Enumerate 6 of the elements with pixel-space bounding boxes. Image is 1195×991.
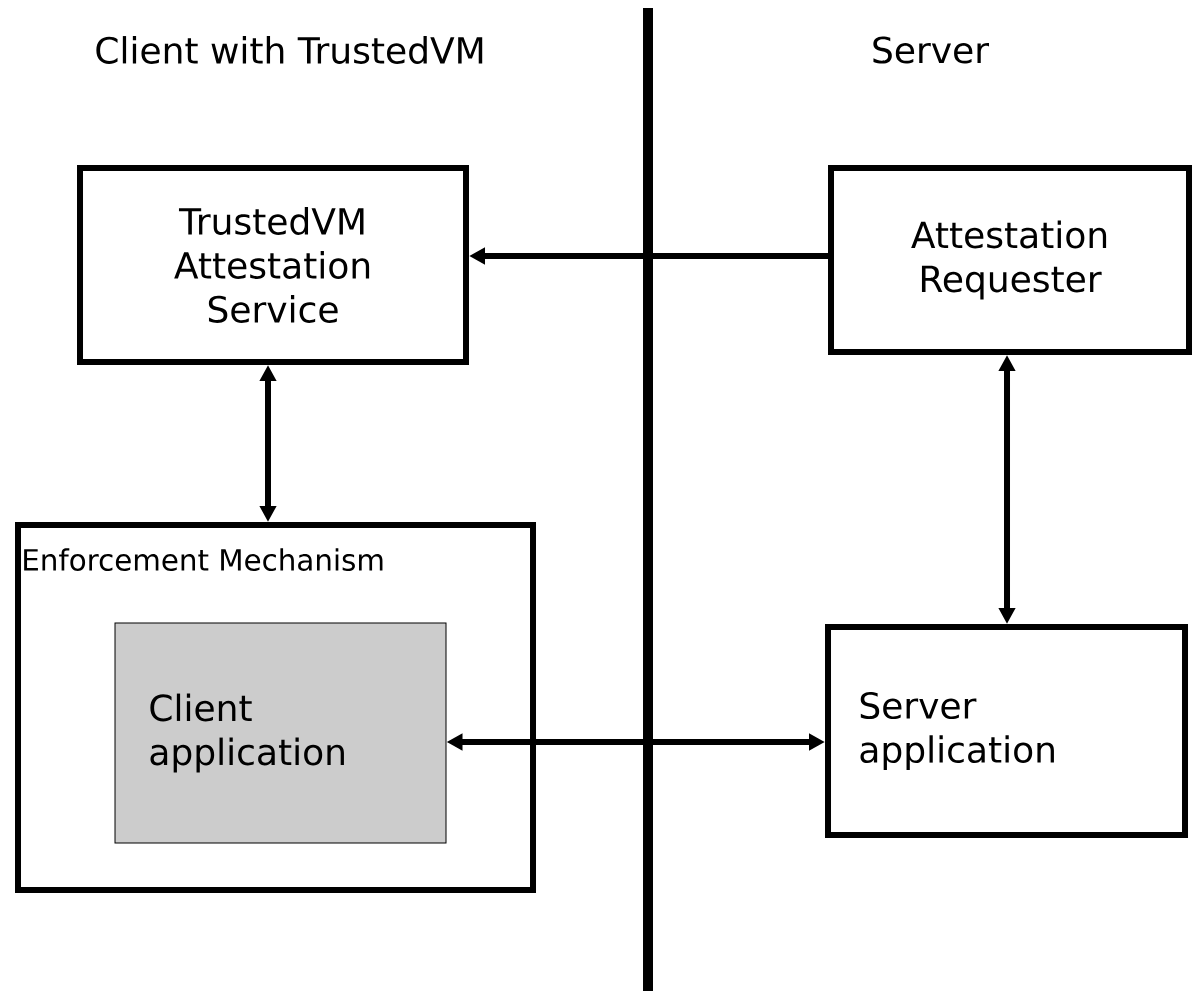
side-heading: Client with TrustedVM xyxy=(96,36,483,64)
component-box: Attestation Requester xyxy=(828,165,1192,355)
side-heading: Server xyxy=(873,36,990,64)
component-box: TrustedVM Attestation Service xyxy=(77,165,469,365)
component-box: Server application xyxy=(825,624,1188,838)
application-box: Client application xyxy=(114,622,447,844)
